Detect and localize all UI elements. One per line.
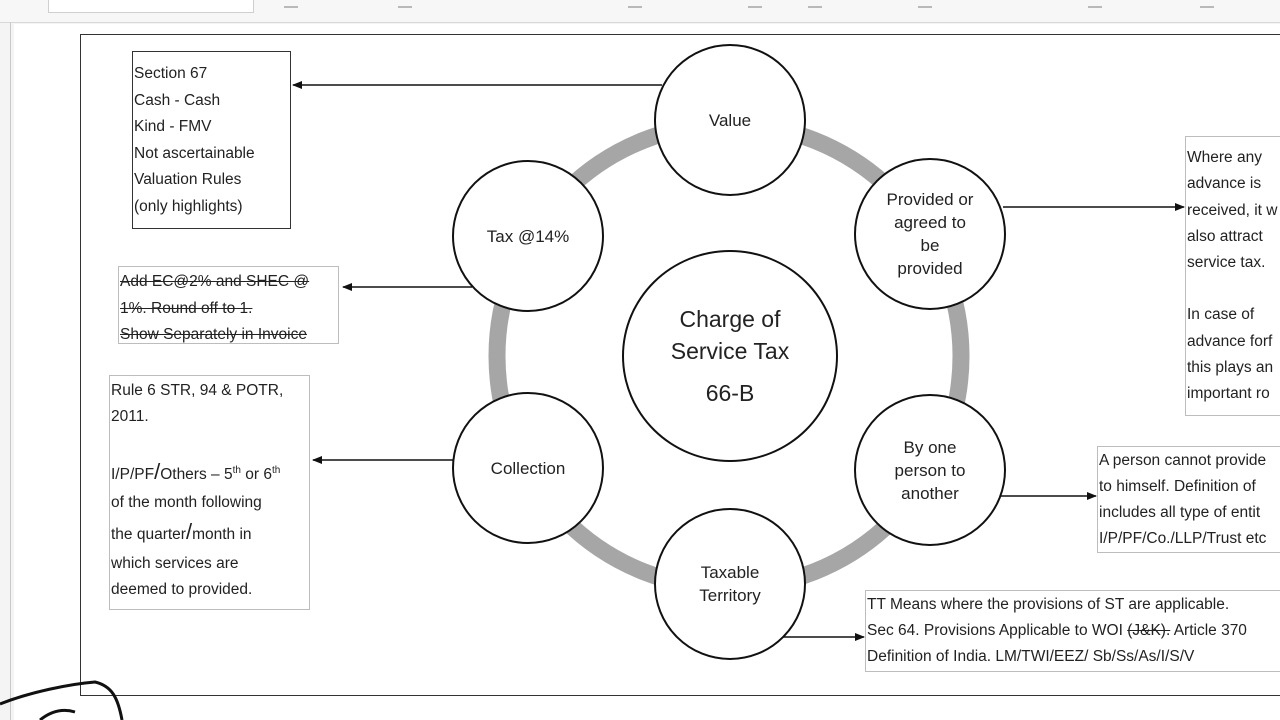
note-collection: Rule 6 STR, 94 & POTR, 2011. I/P/PF/Othe… (109, 375, 310, 610)
note-line: Not ascertainable (134, 144, 255, 162)
note-line: I/P/PF/Co./LLP/Trust etc (1099, 530, 1267, 547)
note-line: Kind - FMV (134, 118, 212, 135)
note-advance: Where any advance is received, it w also… (1185, 136, 1280, 416)
note-text: the quarter (111, 526, 186, 544)
note-person: A person cannot provide to himself. Defi… (1097, 446, 1280, 553)
toolbar-glyph[interactable] (1200, 0, 1214, 8)
note-valuation: Section 67 Cash - Cash Kind - FMV Not as… (132, 51, 291, 229)
note-line: (only highlights) (134, 197, 243, 215)
note-line: to himself. Definition of (1099, 478, 1256, 495)
note-line: Valuation Rules (134, 171, 242, 188)
note-text: or 6 (240, 466, 272, 484)
note-slash: / (185, 519, 193, 545)
center-title-line1: Charge of (679, 306, 781, 332)
node-center: Charge of Service Tax 66-B (622, 250, 838, 462)
note-line: includes all type of entit (1099, 504, 1261, 521)
node-tax: Tax @14% (452, 160, 604, 312)
note-line: 1%. Round off to 1. (120, 299, 253, 317)
note-slash: / (154, 459, 161, 485)
node-provided: Provided or agreed to be provided (854, 158, 1006, 310)
note-line: of the month following (111, 494, 262, 512)
note-line: service tax. (1187, 254, 1266, 272)
note-superscript: th (232, 465, 241, 476)
node-provided-label: Provided or agreed to be provided (886, 190, 974, 278)
node-collection-label: Collection (490, 458, 566, 478)
node-territory-label: Taxable Territory (699, 563, 761, 605)
toolbar-glyph[interactable] (284, 0, 298, 8)
pen-scribble (0, 680, 124, 720)
note-line: Show Separately in Invoice (120, 326, 307, 343)
note-line: deemed to provided. (111, 581, 253, 599)
note-text: Others – 5 (160, 466, 233, 484)
note-line: Sec 64. Provisions Applicable to WOI (J&… (867, 618, 1280, 644)
note-line: the quarter/month in (111, 516, 309, 551)
note-line: Definition of India. LM/TWI/EEZ/ Sb/Ss/A… (867, 648, 1195, 665)
note-cess: Add EC@2% and SHEC @ 1%. Round off to 1.… (118, 266, 339, 344)
note-line: TT Means where the provisions of ST are … (867, 596, 1230, 613)
toolbar-glyph[interactable] (628, 0, 642, 8)
note-line: 2011. (111, 408, 149, 425)
note-line: this plays an (1187, 359, 1274, 377)
node-person: By one person to another (854, 394, 1006, 546)
toolbar-glyph[interactable] (398, 0, 412, 8)
note-line: which services are (111, 555, 239, 573)
note-text: Article 370 (1170, 622, 1247, 639)
note-text: month in (192, 526, 252, 544)
center-title-line2: Service Tax (670, 338, 790, 364)
node-value: Value (654, 44, 806, 196)
note-line: received, it w (1187, 201, 1278, 219)
node-person-label: By one person to another (894, 437, 966, 503)
toolbar-glyph[interactable] (918, 0, 932, 8)
note-struck-text: (J&K). (1127, 622, 1171, 639)
note-text: Sec 64. Provisions Applicable to WOI (867, 622, 1128, 639)
note-line: In case of (1187, 306, 1255, 324)
diagram-frame (80, 34, 1280, 696)
toolbar-field[interactable] (48, 0, 254, 13)
note-text: I/P/PF (111, 466, 155, 484)
node-tax-label: Tax @14% (486, 226, 570, 246)
note-line: advance forf (1187, 332, 1273, 350)
note-spacer (111, 430, 309, 456)
note-line: Add EC@2% and SHEC @ (120, 273, 310, 290)
toolbar-glyph[interactable] (1088, 0, 1102, 8)
note-line: advance is (1187, 175, 1262, 193)
note-territory: TT Means where the provisions of ST are … (865, 590, 1280, 672)
note-line: Where any (1187, 149, 1262, 166)
node-value-label: Value (708, 110, 752, 130)
toolbar (0, 0, 1280, 23)
note-line: Section 67 (134, 65, 208, 82)
note-line: Rule 6 STR, 94 & POTR, (111, 382, 284, 399)
node-collection: Collection (452, 392, 604, 544)
toolbar-glyph[interactable] (748, 0, 762, 8)
note-line: important ro (1187, 385, 1270, 403)
note-superscript: th (271, 465, 281, 476)
note-spacer (1187, 276, 1280, 302)
note-line: I/P/PF/Others – 5th or 6th (111, 456, 309, 490)
center-section: 66-B (705, 380, 755, 406)
note-line: A person cannot provide (1099, 452, 1267, 469)
node-territory: Taxable Territory (654, 508, 806, 660)
note-line: Cash - Cash (134, 91, 221, 109)
toolbar-glyph[interactable] (808, 0, 822, 8)
note-line: also attract (1187, 227, 1263, 245)
page-margin-rule (10, 22, 11, 720)
